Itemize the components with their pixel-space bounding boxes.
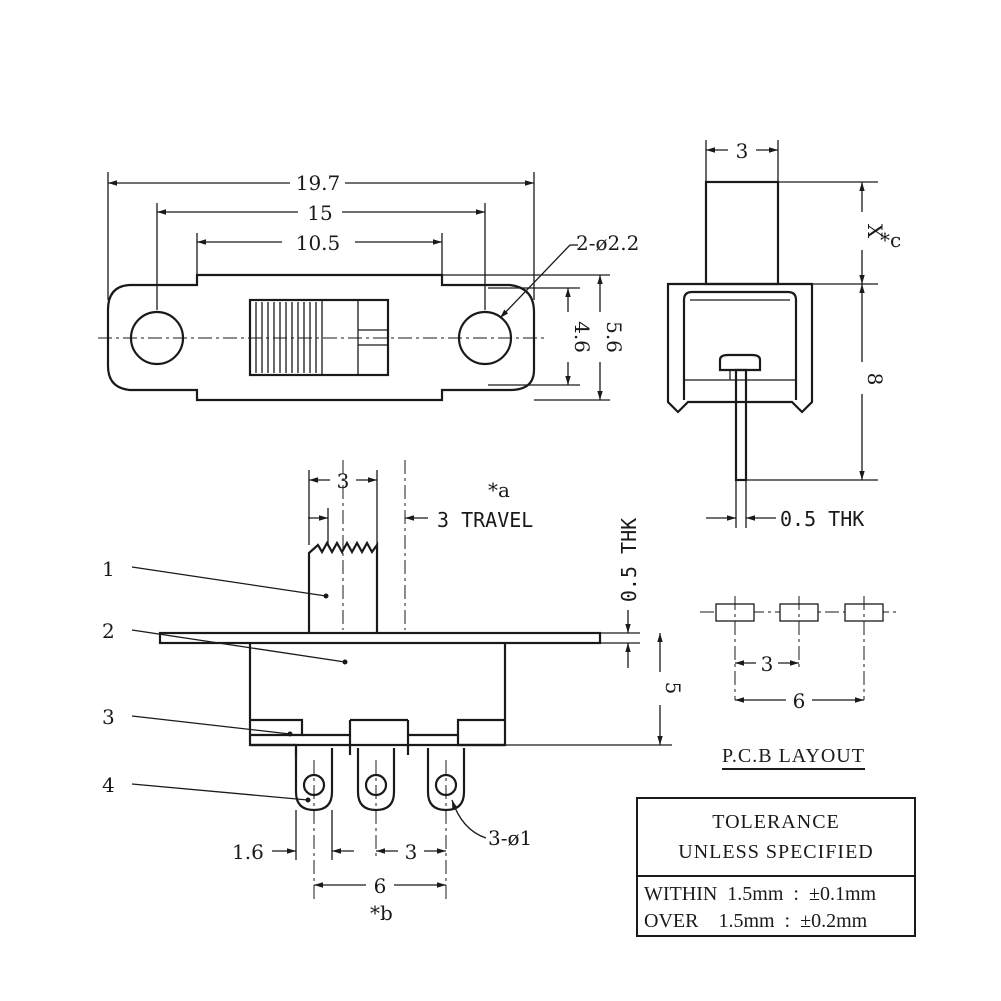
note-a: *a bbox=[488, 478, 510, 502]
pin-thickness: 0.5 THK bbox=[780, 507, 864, 531]
terminal-hole-callout: 3-ø1 bbox=[488, 826, 532, 850]
dim-pin-span: 6 bbox=[374, 874, 387, 898]
travel-label: 3 TRAVEL bbox=[437, 508, 533, 532]
tolerance-row-over: OVER 1.5mm : ±0.2mm bbox=[644, 910, 868, 932]
dim-height-outer: 5.6 bbox=[602, 321, 626, 353]
note-c: *c bbox=[880, 228, 901, 252]
mount-plate bbox=[158, 631, 602, 645]
pcb-layout-title: P.C.B LAYOUT bbox=[722, 744, 865, 770]
dim-side-width: 3 bbox=[736, 139, 749, 163]
tolerance-table: TOLERANCE UNLESS SPECIFIED WITHIN 1.5mm … bbox=[636, 797, 916, 937]
dim-side-height: 8 bbox=[863, 373, 887, 386]
callout-4: 4 bbox=[102, 773, 115, 797]
pcb-dim-span: 6 bbox=[793, 689, 806, 713]
side-housing bbox=[666, 282, 814, 414]
tolerance-header: TOLERANCE UNLESS SPECIFIED bbox=[638, 799, 914, 877]
callout-2: 2 bbox=[102, 619, 115, 643]
dim-height-inner: 4.6 bbox=[570, 321, 594, 353]
tolerance-row-within: WITHIN 1.5mm : ±0.1mm bbox=[644, 883, 877, 905]
note-b: *b bbox=[370, 901, 393, 925]
terminals bbox=[294, 748, 466, 812]
top-actuator bbox=[248, 298, 390, 377]
dim-body-height: 5 bbox=[661, 682, 685, 695]
top-view: 19.7 15 10.5 2-ø2.2 4.6 5.6 bbox=[98, 171, 639, 402]
side-view: 3 X *c 8 0.5 THK bbox=[666, 139, 901, 531]
dim-pin-pitch: 3 bbox=[405, 840, 418, 864]
dim-overall-length: 19.7 bbox=[296, 171, 341, 195]
dim-hole-spacing: 15 bbox=[307, 201, 332, 225]
side-pin bbox=[734, 368, 748, 482]
plate-thickness: 0.5 THK bbox=[617, 518, 641, 602]
pcb-layout: 3 6 bbox=[700, 596, 900, 713]
tolerance-title: TOLERANCE bbox=[712, 811, 840, 833]
tolerance-subtitle: UNLESS SPECIFIED bbox=[678, 841, 874, 863]
side-actuator bbox=[704, 180, 780, 286]
dim-actuator-width: 3 bbox=[337, 469, 350, 493]
front-actuator bbox=[307, 540, 379, 633]
front-view: 3 *a 3 TRAVEL 0.5 THK 5 1 2 3 4 1.6 bbox=[102, 460, 685, 925]
top-view-outline bbox=[106, 273, 536, 402]
dim-pin-width: 1.6 bbox=[232, 840, 264, 864]
dim-body-length: 10.5 bbox=[296, 231, 341, 255]
dim-x: X bbox=[863, 224, 887, 239]
callout-3: 3 bbox=[102, 705, 115, 729]
callout-1: 1 bbox=[102, 557, 115, 581]
pcb-dim-pitch: 3 bbox=[761, 652, 774, 676]
hole-callout: 2-ø2.2 bbox=[576, 231, 639, 255]
front-body bbox=[248, 643, 507, 755]
